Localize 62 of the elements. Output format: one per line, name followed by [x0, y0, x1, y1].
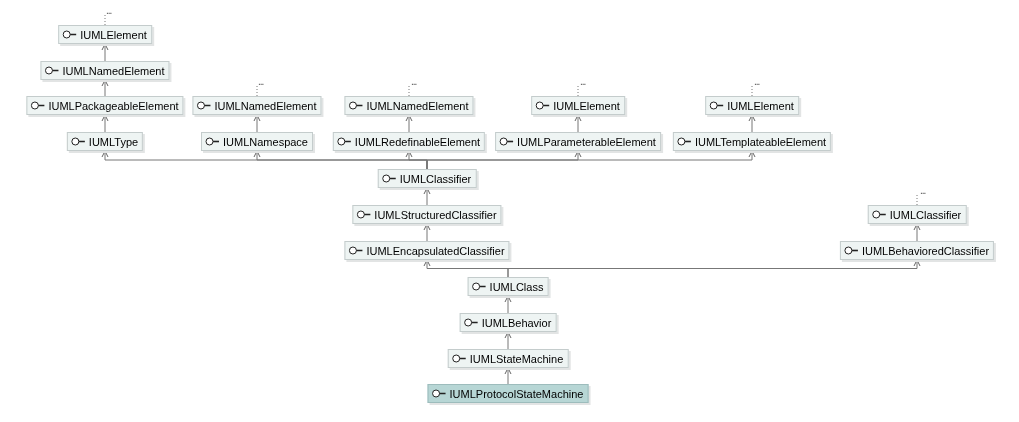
interface-box [344, 96, 474, 115]
interface-name: IUMLNamedElement [366, 99, 469, 112]
interface-box [447, 349, 569, 368]
interface-name: IUMLProtocolStateMachine [449, 387, 584, 400]
interface-box [705, 96, 799, 115]
inheritance-arrow [913, 223, 921, 242]
inheritance-arrow [504, 367, 512, 385]
interface-name: IUMLClass [489, 280, 544, 293]
interface-box [672, 132, 832, 151]
interface-box [495, 132, 661, 151]
ellipsis-text: ... [411, 78, 417, 86]
inheritance-arrow [405, 114, 413, 133]
interface-name: IUMLNamespace [223, 135, 308, 148]
inheritance-arrow [504, 331, 512, 350]
interface-name: IUMLNamedElement [62, 64, 165, 77]
inheritance-arrow [423, 223, 431, 242]
interface-box [201, 132, 313, 151]
interface-box [344, 241, 510, 260]
inheritance-arrow [101, 79, 109, 97]
interface-name: IUMLClassifier [399, 172, 472, 185]
interface-name: IUMLType [88, 135, 139, 148]
inheritance-arrow [748, 114, 756, 133]
interface-box [459, 313, 557, 332]
ellipsis-text: ... [106, 7, 112, 15]
interface-box [352, 205, 502, 224]
interface-box [58, 25, 152, 44]
interface-name: IUMLClassifier [889, 208, 962, 221]
interface-name: IUMLBehavior [481, 316, 552, 329]
interface-box [867, 205, 967, 224]
interface-name: IUMLElement [553, 99, 620, 112]
interface-name: IUMLParameterableElement [517, 135, 656, 148]
interface-name: IUMLTemplateableElement [694, 135, 827, 148]
inheritance-arrow [253, 114, 261, 133]
ellipsis-text: ... [754, 78, 760, 86]
interface-name: IUMLRedefinableElement [354, 135, 481, 148]
interface-name: IUMLEncapsulatedClassifier [366, 244, 505, 257]
ellipsis-text: ... [580, 78, 586, 86]
interface-name: IUMLNamedElement [214, 99, 317, 112]
interface-box [192, 96, 322, 115]
interface-name: IUMLBehavioredClassifier [861, 244, 990, 257]
interface-box [40, 61, 170, 80]
interface-name: IUMLElement [727, 99, 794, 112]
inheritance-arrow [574, 114, 582, 133]
interface-name: IUMLStateMachine [469, 352, 564, 365]
interface-box [531, 96, 625, 115]
interface-box [377, 169, 477, 188]
interface-box [839, 241, 995, 260]
inheritance-arrow [423, 187, 431, 206]
inheritance-arrow [507, 259, 921, 278]
interface-name: IUMLStructuredClassifier [374, 208, 497, 221]
interface-box [467, 277, 549, 296]
ellipsis-text: ... [920, 187, 926, 195]
ellipsis-text: ... [258, 78, 264, 86]
interface-box [66, 132, 144, 151]
interface-name: IUMLElement [80, 28, 147, 41]
inheritance-arrow [101, 43, 109, 62]
inheritance-arrow [101, 114, 109, 133]
inheritance-arrow [504, 295, 512, 314]
interface-box [332, 132, 486, 151]
selected-interface-box [427, 384, 589, 403]
interface-box [26, 96, 184, 115]
interface-name: IUMLPackageableElement [48, 99, 179, 112]
